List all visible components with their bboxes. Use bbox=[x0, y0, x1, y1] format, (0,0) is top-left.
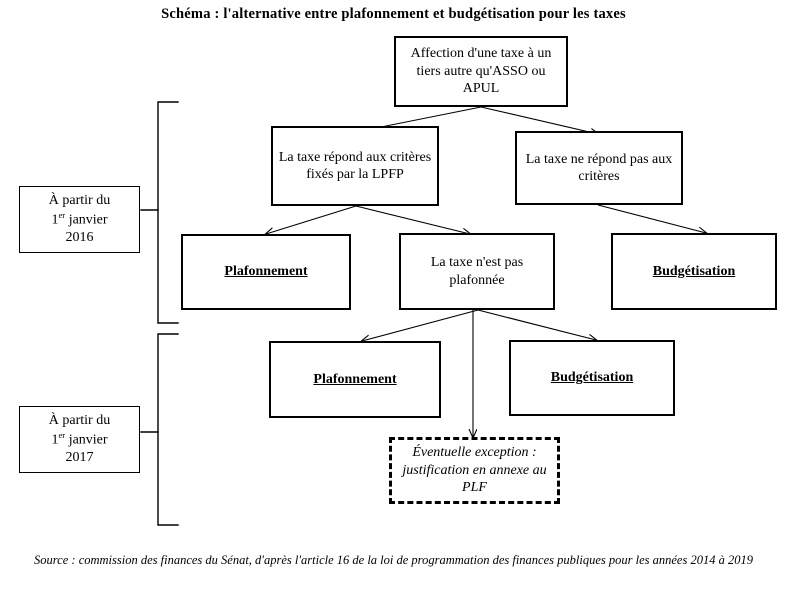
period-2016-year: 2016 bbox=[65, 230, 94, 246]
arrow-criteria-met-to-not-capped bbox=[355, 205, 470, 234]
period-2016-line1: À partir du bbox=[48, 193, 111, 209]
node-capping-2017: Plafonnement bbox=[269, 341, 441, 418]
node-exception-label: Éventuelle exception : justification en … bbox=[402, 445, 547, 496]
brace-2017 bbox=[157, 333, 179, 526]
node-not-capped-label: La taxe n'est pas plafonnée bbox=[430, 255, 524, 288]
brace-2016 bbox=[157, 101, 179, 324]
arrow-root-to-criteria-not-met bbox=[480, 106, 598, 134]
node-criteria-not-met: La taxe ne répond pas aux critères bbox=[515, 131, 683, 205]
period-label-2017: À partir du 1er janvier 2017 bbox=[19, 406, 140, 473]
period-2016-num: 1 bbox=[51, 212, 59, 228]
arrow-not-capped-to-capping-2017 bbox=[362, 309, 479, 341]
node-criteria-met: La taxe répond aux critères fixés par la… bbox=[271, 126, 439, 206]
source-note-text: Source : commission des finances du Séna… bbox=[34, 553, 753, 567]
period-2016-month: janvier bbox=[65, 212, 108, 228]
node-exception: Éventuelle exception : justification en … bbox=[389, 437, 560, 504]
period-2017-sup: er bbox=[58, 429, 66, 440]
node-budgeting-2017: Budgétisation bbox=[509, 340, 675, 416]
node-capping-2017-label: Plafonnement bbox=[313, 371, 397, 387]
node-criteria-not-met-label: La taxe ne répond pas aux critères bbox=[525, 151, 673, 185]
source-note: Source : commission des finances du Séna… bbox=[0, 551, 787, 570]
arrow-not-capped-to-budgeting-2017 bbox=[477, 309, 596, 340]
arrow-criteria-not-met-to-budgeting bbox=[597, 204, 706, 233]
node-root-label: Affection d'une taxe à un tiers autre qu… bbox=[410, 46, 552, 97]
node-budgeting-2017-label: Budgétisation bbox=[550, 370, 634, 386]
period-2017-num: 1 bbox=[51, 432, 59, 448]
node-capping-2016: Plafonnement bbox=[181, 234, 351, 310]
node-capping-2016-label: Plafonnement bbox=[224, 264, 308, 280]
period-2017-year: 2017 bbox=[65, 450, 94, 466]
period-label-2016: À partir du 1er janvier 2016 bbox=[19, 186, 140, 253]
period-2017-line1: À partir du bbox=[48, 413, 111, 429]
period-2016-sup: er bbox=[58, 209, 66, 220]
page-title: Schéma : l'alternative entre plafonnemen… bbox=[161, 6, 626, 22]
node-root: Affection d'une taxe à un tiers autre qu… bbox=[394, 36, 568, 107]
period-label-2016-text: À partir du 1er janvier 2016 bbox=[49, 192, 110, 246]
period-label-2017-text: À partir du 1er janvier 2017 bbox=[49, 412, 110, 466]
period-2017-month: janvier bbox=[65, 432, 108, 448]
node-not-capped: La taxe n'est pas plafonnée bbox=[399, 233, 555, 310]
node-budgeting-2016: Budgétisation bbox=[611, 233, 777, 310]
node-criteria-met-label: La taxe répond aux critères fixés par la… bbox=[278, 149, 432, 183]
arrow-criteria-met-to-capping bbox=[266, 205, 357, 234]
node-budgeting-2016-label: Budgétisation bbox=[652, 263, 736, 279]
